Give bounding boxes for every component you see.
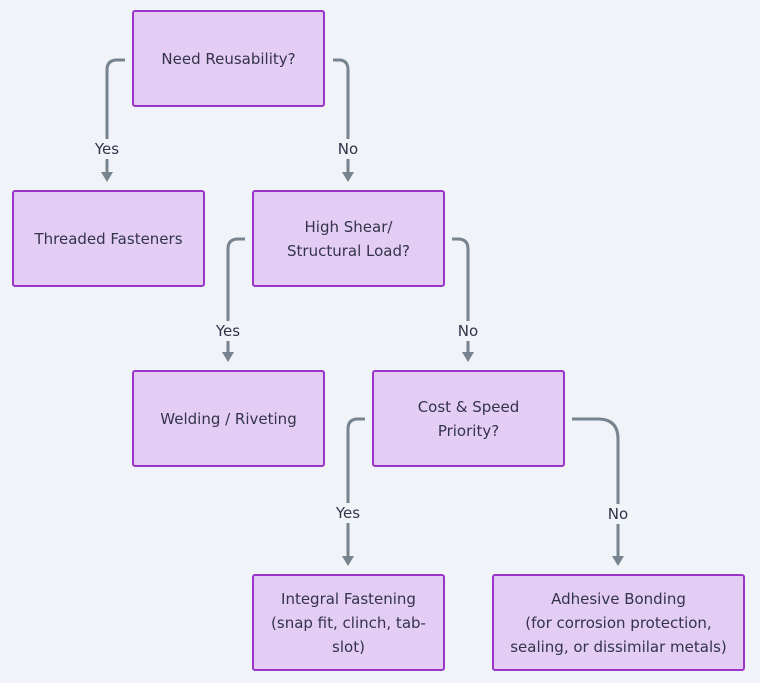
- edge-label-yes: Yes: [333, 503, 363, 523]
- edge-label-yes: Yes: [92, 139, 122, 159]
- node-label: High Shear/ Structural Load?: [287, 217, 410, 260]
- arrowhead: [222, 352, 234, 362]
- edge-label-no: No: [335, 139, 361, 159]
- arrowhead: [342, 172, 354, 182]
- arrowhead: [342, 556, 354, 566]
- node-label: Welding / Riveting: [160, 409, 297, 428]
- node-label: Cost & Speed Priority?: [417, 397, 520, 440]
- edge-reusability-no: [333, 58, 350, 172]
- node-threaded-fasteners: Threaded Fasteners: [12, 190, 205, 287]
- node-label: Integral Fastening (snap fit, clinch, ta…: [271, 589, 426, 656]
- edge-label-yes: Yes: [213, 321, 243, 341]
- node-high-shear: High Shear/ Structural Load?: [252, 190, 445, 287]
- edge-reusability-yes: [105, 58, 125, 172]
- arrowhead: [462, 352, 474, 362]
- node-integral-fastening: Integral Fastening (snap fit, clinch, ta…: [252, 574, 445, 671]
- edge-load-yes: [226, 237, 245, 352]
- edge-label-no: No: [455, 321, 481, 341]
- edge-cost-yes: [346, 417, 365, 556]
- node-label: Threaded Fasteners: [34, 229, 183, 248]
- node-label: Adhesive Bonding (for corrosion protecti…: [510, 589, 727, 656]
- arrowhead: [101, 172, 113, 182]
- edge-label-no: No: [605, 504, 631, 524]
- arrowhead: [612, 556, 624, 566]
- node-welding-riveting: Welding / Riveting: [132, 370, 325, 467]
- node-need-reusability: Need Reusability?: [132, 10, 325, 107]
- node-adhesive-bonding: Adhesive Bonding (for corrosion protecti…: [492, 574, 745, 671]
- edge-load-no: [452, 237, 470, 352]
- node-label: Need Reusability?: [161, 49, 296, 68]
- edge-cost-no: [572, 417, 620, 556]
- node-cost-speed: Cost & Speed Priority?: [372, 370, 565, 467]
